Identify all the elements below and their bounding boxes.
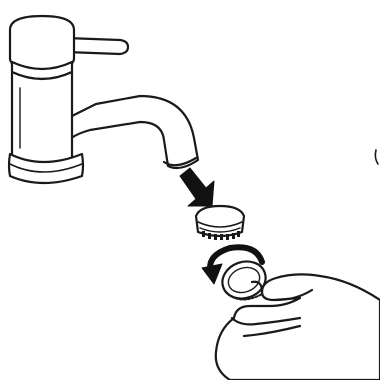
edge-mark	[375, 150, 378, 164]
faucet-icon	[9, 16, 198, 183]
aerator-icon	[196, 206, 244, 240]
down-arrow-icon	[180, 168, 214, 206]
